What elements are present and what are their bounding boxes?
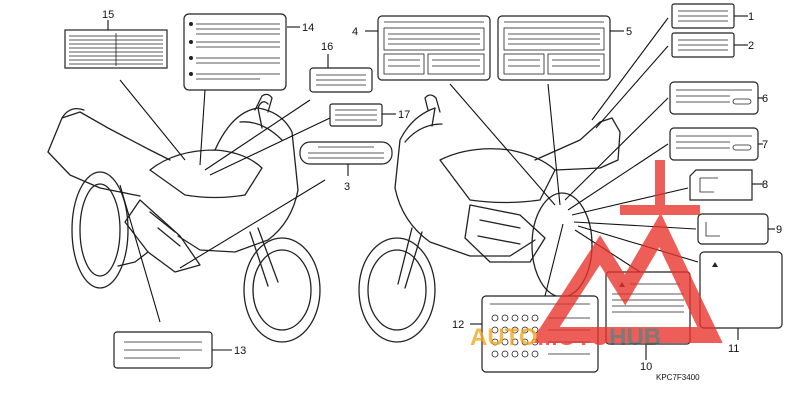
watermark-stripes: [620, 160, 700, 215]
watermark-text-hub: HUB: [609, 324, 661, 351]
label-box-13: [113, 331, 213, 369]
label-box-5: [497, 15, 611, 81]
part-number-10: 10: [640, 361, 652, 373]
front-wheel-right: [358, 237, 436, 343]
label-box-14: [183, 13, 287, 91]
label-box-3: [299, 141, 393, 165]
diagram-code: KPC7F3400: [656, 373, 700, 382]
label-box-15: [64, 29, 168, 69]
part-number-6: 6: [762, 93, 768, 105]
label-box-6: [669, 81, 759, 115]
label-box-9: [697, 213, 769, 245]
label-box-2: [671, 32, 735, 58]
part-number-4: 4: [352, 26, 358, 38]
left-motorcycle: [47, 93, 321, 343]
part-number-11: 11: [728, 343, 739, 355]
label-box-1: [671, 3, 735, 29]
watermark-logo: AUTOMOTOHUB: [470, 160, 723, 351]
part-number-15: 15: [102, 9, 114, 21]
part-number-8: 8: [762, 179, 768, 191]
label-box-8: [689, 169, 753, 201]
part-number-7: 7: [762, 139, 768, 151]
watermark-triangle: [530, 212, 723, 343]
rear-wheel: [71, 171, 129, 289]
part-number-12: 12: [452, 319, 464, 331]
part-number-2: 2: [748, 40, 754, 52]
part-number-9: 9: [776, 224, 782, 236]
watermark-text-moto: MOTO: [538, 324, 610, 351]
watermark-text: AUTOMOTOHUB: [470, 324, 661, 351]
part-number-16: 16: [321, 41, 333, 53]
part-number-3: 3: [344, 181, 350, 193]
part-number-5: 5: [626, 26, 632, 38]
label-box-17: [329, 103, 383, 127]
part-number-17: 17: [398, 109, 410, 121]
watermark-triangles: [530, 160, 723, 343]
front-wheel: [243, 237, 321, 343]
label-box-4: [377, 15, 491, 81]
label-box-16: [309, 67, 373, 93]
part-number-1: 1: [748, 11, 754, 23]
label-box-7: [669, 127, 759, 161]
watermark-text-auto: AUTO: [470, 324, 538, 351]
part-number-13: 13: [234, 345, 246, 357]
part-number-14: 14: [302, 22, 314, 34]
label-box-11: [699, 251, 783, 329]
